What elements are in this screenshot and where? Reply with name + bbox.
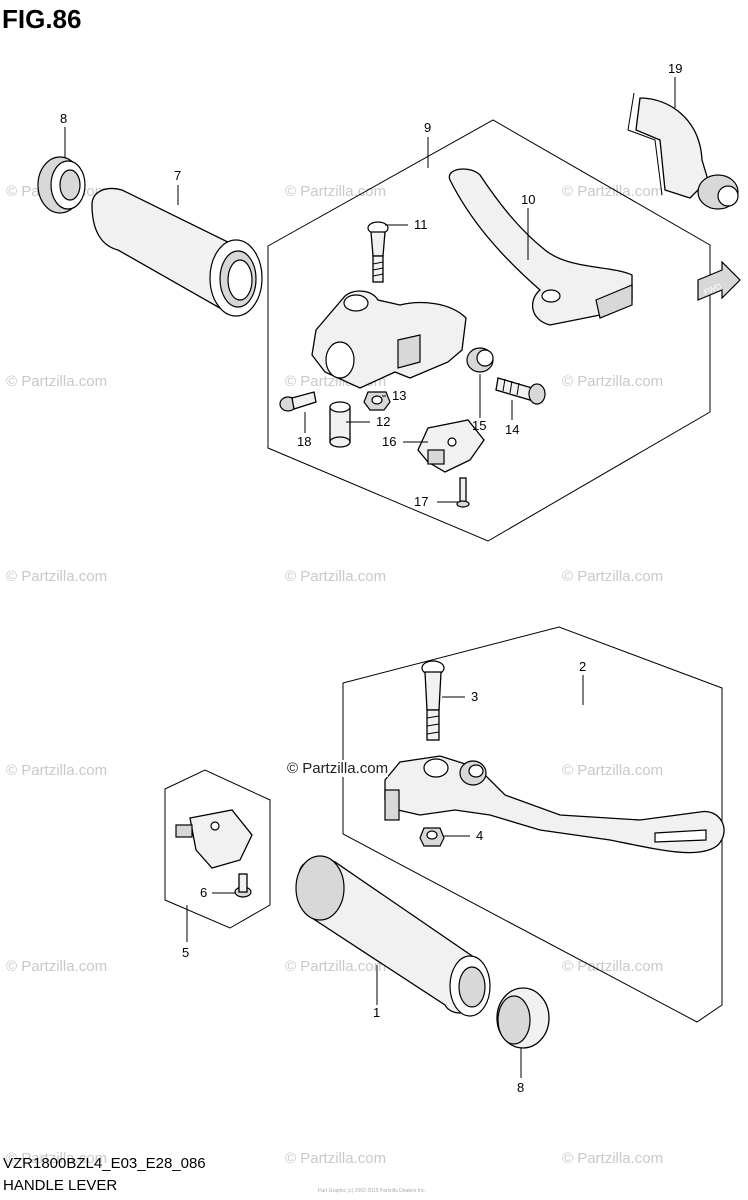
callout-7: 7 xyxy=(174,168,181,183)
watermark: © Partzilla.com xyxy=(562,373,664,390)
watermark: © Partzilla.com xyxy=(562,958,664,975)
lever-bracket xyxy=(311,290,467,389)
part-19-cover xyxy=(627,92,739,210)
watermark: © Partzilla.com xyxy=(6,958,108,975)
part-2-lever xyxy=(384,755,725,854)
watermark: © Partzilla.com xyxy=(6,373,108,390)
callout-11: 11 xyxy=(414,217,428,232)
callout-9: 9 xyxy=(424,120,431,135)
watermark: © Partzilla.com xyxy=(562,183,664,200)
part-5-switch xyxy=(175,809,253,869)
watermark: © Partzilla.com xyxy=(285,183,387,200)
part-1-throttle-grip xyxy=(295,855,491,1017)
part-16-switch xyxy=(417,419,485,473)
watermark: © Partzilla.com xyxy=(285,958,387,975)
callout-6: 6 xyxy=(200,885,207,900)
part-10-lever xyxy=(448,168,633,326)
part-8-end-cap xyxy=(496,987,550,1049)
watermark: © Partzilla.com xyxy=(6,762,108,779)
part-14-screw xyxy=(495,377,546,405)
callout-10: 10 xyxy=(521,192,535,207)
watermark: © Partzilla.com xyxy=(6,1150,108,1167)
part-17-screw xyxy=(456,477,470,508)
callout-12: 12 xyxy=(376,414,390,429)
watermark: © Partzilla.com xyxy=(562,568,664,585)
section-name: HANDLE LEVER xyxy=(3,1177,118,1194)
callout-16: 16 xyxy=(382,434,396,449)
callout-18: 18 xyxy=(297,434,311,449)
callout-2: 2 xyxy=(579,659,586,674)
callout-13: 13 xyxy=(392,388,406,403)
callout-1: 1 xyxy=(373,1005,380,1020)
callout-8-top: 8 xyxy=(60,111,67,126)
watermark: © Partzilla.com xyxy=(562,762,664,779)
callout-17: 17 xyxy=(414,494,428,509)
callout-3: 3 xyxy=(471,689,478,704)
part-8-ring xyxy=(37,156,86,214)
watermark: © Partzilla.com xyxy=(6,568,108,585)
assembly-2-outline xyxy=(342,626,723,1023)
callout-14: 14 xyxy=(505,422,519,437)
assembly-9-outline xyxy=(267,119,711,542)
part-6-screw xyxy=(234,873,252,898)
part-3-bolt xyxy=(421,660,445,741)
small-print: Part Graphic (c) 2002-2015 Partzilla Dea… xyxy=(318,1188,426,1194)
callout-15: 15 xyxy=(472,418,486,433)
part-7-grip xyxy=(91,187,263,317)
callout-4: 4 xyxy=(476,828,483,843)
figure-title: FIG.86 xyxy=(2,4,82,34)
fwd-arrow xyxy=(697,260,741,301)
assembly-5-outline xyxy=(164,769,271,929)
part-15-adjuster xyxy=(466,347,494,373)
leader-lines xyxy=(64,77,676,1078)
callout-8-bottom: 8 xyxy=(517,1080,524,1095)
watermark: © Partzilla.com xyxy=(285,568,387,585)
watermark: © Partzilla.com xyxy=(562,1150,664,1167)
watermark: © Partzilla.com xyxy=(285,1150,387,1167)
callout-19: 19 xyxy=(668,61,682,76)
callout-5: 5 xyxy=(182,945,189,960)
part-11-bolt xyxy=(367,221,389,283)
watermark-dark: © Partzilla.com xyxy=(287,760,389,777)
part-13-nut xyxy=(363,391,391,411)
model-code: VZR1800BZL4_E03_E28_086 xyxy=(3,1155,206,1172)
part-12-collar xyxy=(329,401,351,448)
part-18-screw xyxy=(279,391,317,412)
part-4-nut xyxy=(419,827,445,847)
